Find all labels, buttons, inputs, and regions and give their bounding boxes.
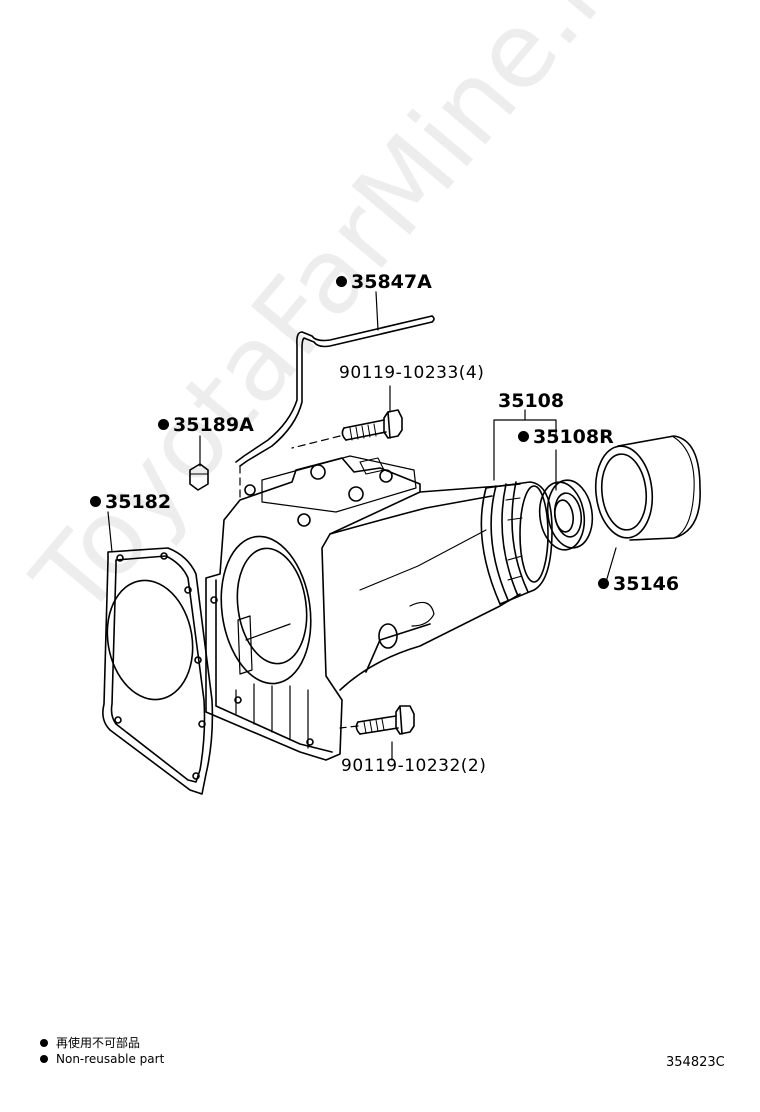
non-reusable-dot xyxy=(518,431,529,442)
breather-tube xyxy=(235,315,435,467)
leader-lines xyxy=(107,291,617,761)
label-oil-seal[interactable]: 35108R xyxy=(518,426,614,448)
diagram-id: 354823C xyxy=(666,1055,725,1070)
label-bolt-lower[interactable]: 90119-10232(2) xyxy=(341,756,487,776)
extension-housing xyxy=(205,455,553,761)
label-breather-tube[interactable]: 35847A xyxy=(336,271,432,293)
dashed-guides xyxy=(239,435,359,729)
label-extension-housing[interactable]: 35108 xyxy=(498,390,565,412)
label-gasket[interactable]: 35182 xyxy=(90,491,171,513)
non-reusable-dot xyxy=(598,578,609,589)
dust-deflector xyxy=(594,435,701,541)
non-reusable-dot xyxy=(158,419,169,430)
label-bolt-upper[interactable]: 90119-10233(4) xyxy=(339,363,485,383)
bolt-upper xyxy=(341,409,403,441)
gasket xyxy=(102,547,214,795)
legend-dot-icon xyxy=(40,1039,48,1047)
plug xyxy=(189,463,209,491)
label-dust-deflector[interactable]: 35146 xyxy=(598,573,679,595)
oil-seal xyxy=(538,479,594,551)
label-plug[interactable]: 35189A xyxy=(158,414,254,436)
legend-jp: 再使用不可部品 xyxy=(40,1034,140,1051)
legend-dot-icon xyxy=(40,1055,48,1063)
bolt-lower xyxy=(355,705,415,735)
non-reusable-dot xyxy=(336,276,347,287)
legend-en: Non-reusable part xyxy=(40,1052,164,1066)
non-reusable-dot xyxy=(90,496,101,507)
